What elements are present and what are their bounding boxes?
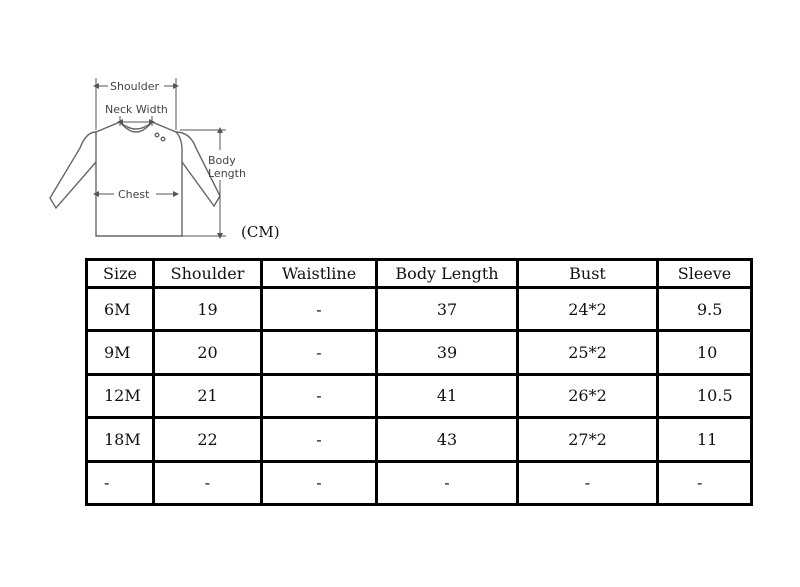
cell-bust: 27*2: [516, 416, 659, 463]
header-shoulder: Shoulder: [152, 258, 263, 289]
cell-shoulder: 20: [152, 329, 263, 376]
shoulder-measure: [93, 78, 179, 130]
cell-waistline: -: [260, 459, 378, 507]
cell-waistline: -: [260, 416, 378, 463]
cell-bust: -: [516, 459, 659, 507]
cell-body-length: 39: [375, 329, 519, 376]
header-body-length: Body Length: [375, 258, 519, 289]
cell-sleeve: 10.5: [656, 372, 753, 420]
cell-shoulder: 19: [152, 285, 263, 333]
cell-sleeve: 10: [656, 329, 753, 376]
cell-body-length: 37: [375, 285, 519, 333]
cell-waistline: -: [260, 329, 378, 376]
body-length-measure: [180, 127, 226, 239]
body-length-label-line2: Length: [208, 167, 246, 180]
cell-sleeve: -: [656, 459, 753, 507]
cell-shoulder: 21: [152, 372, 263, 420]
cell-bust: 24*2: [516, 285, 659, 333]
cell-bust: 26*2: [516, 372, 659, 420]
header-sleeve: Sleeve: [656, 258, 753, 289]
cell-shoulder: -: [152, 459, 263, 507]
cell-shoulder: 22: [152, 416, 263, 463]
cell-bust: 25*2: [516, 329, 659, 376]
cell-size: -: [85, 459, 155, 507]
cell-sleeve: 11: [656, 416, 753, 463]
size-chart-table: Size Shoulder Waistline Body Length Bust…: [85, 258, 753, 507]
cell-size: 12M: [85, 372, 155, 420]
cell-waistline: -: [260, 372, 378, 420]
table-row: 18M 22 - 43 27*2 11: [85, 416, 753, 463]
neck-width-measure: [117, 116, 155, 126]
cell-size: 18M: [85, 416, 155, 463]
header-bust: Bust: [516, 258, 659, 289]
table-row: 9M 20 - 39 25*2 10: [85, 329, 753, 376]
body-length-label-line1: Body: [208, 154, 236, 167]
header-waistline: Waistline: [260, 258, 378, 289]
table-row: - - - - - -: [85, 459, 753, 507]
neck-width-label: Neck Width: [105, 103, 168, 116]
unit-label: (CM): [241, 223, 280, 241]
chest-label: Chest: [118, 188, 150, 201]
cell-body-length: 41: [375, 372, 519, 420]
cell-size: 9M: [85, 329, 155, 376]
garment-measurement-diagram: Shoulder Neck Width Body Length Chest: [49, 78, 246, 239]
shirt-outline: [49, 121, 221, 237]
shoulder-label: Shoulder: [110, 80, 159, 93]
cell-waistline: -: [260, 285, 378, 333]
table-header-row: Size Shoulder Waistline Body Length Bust…: [85, 258, 753, 289]
table-row: 6M 19 - 37 24*2 9.5: [85, 285, 753, 333]
cell-size: 6M: [85, 285, 155, 333]
cell-body-length: 43: [375, 416, 519, 463]
table-row: 12M 21 - 41 26*2 10.5: [85, 372, 753, 420]
cell-body-length: -: [375, 459, 519, 507]
header-size: Size: [85, 258, 155, 289]
cell-sleeve: 9.5: [656, 285, 753, 333]
